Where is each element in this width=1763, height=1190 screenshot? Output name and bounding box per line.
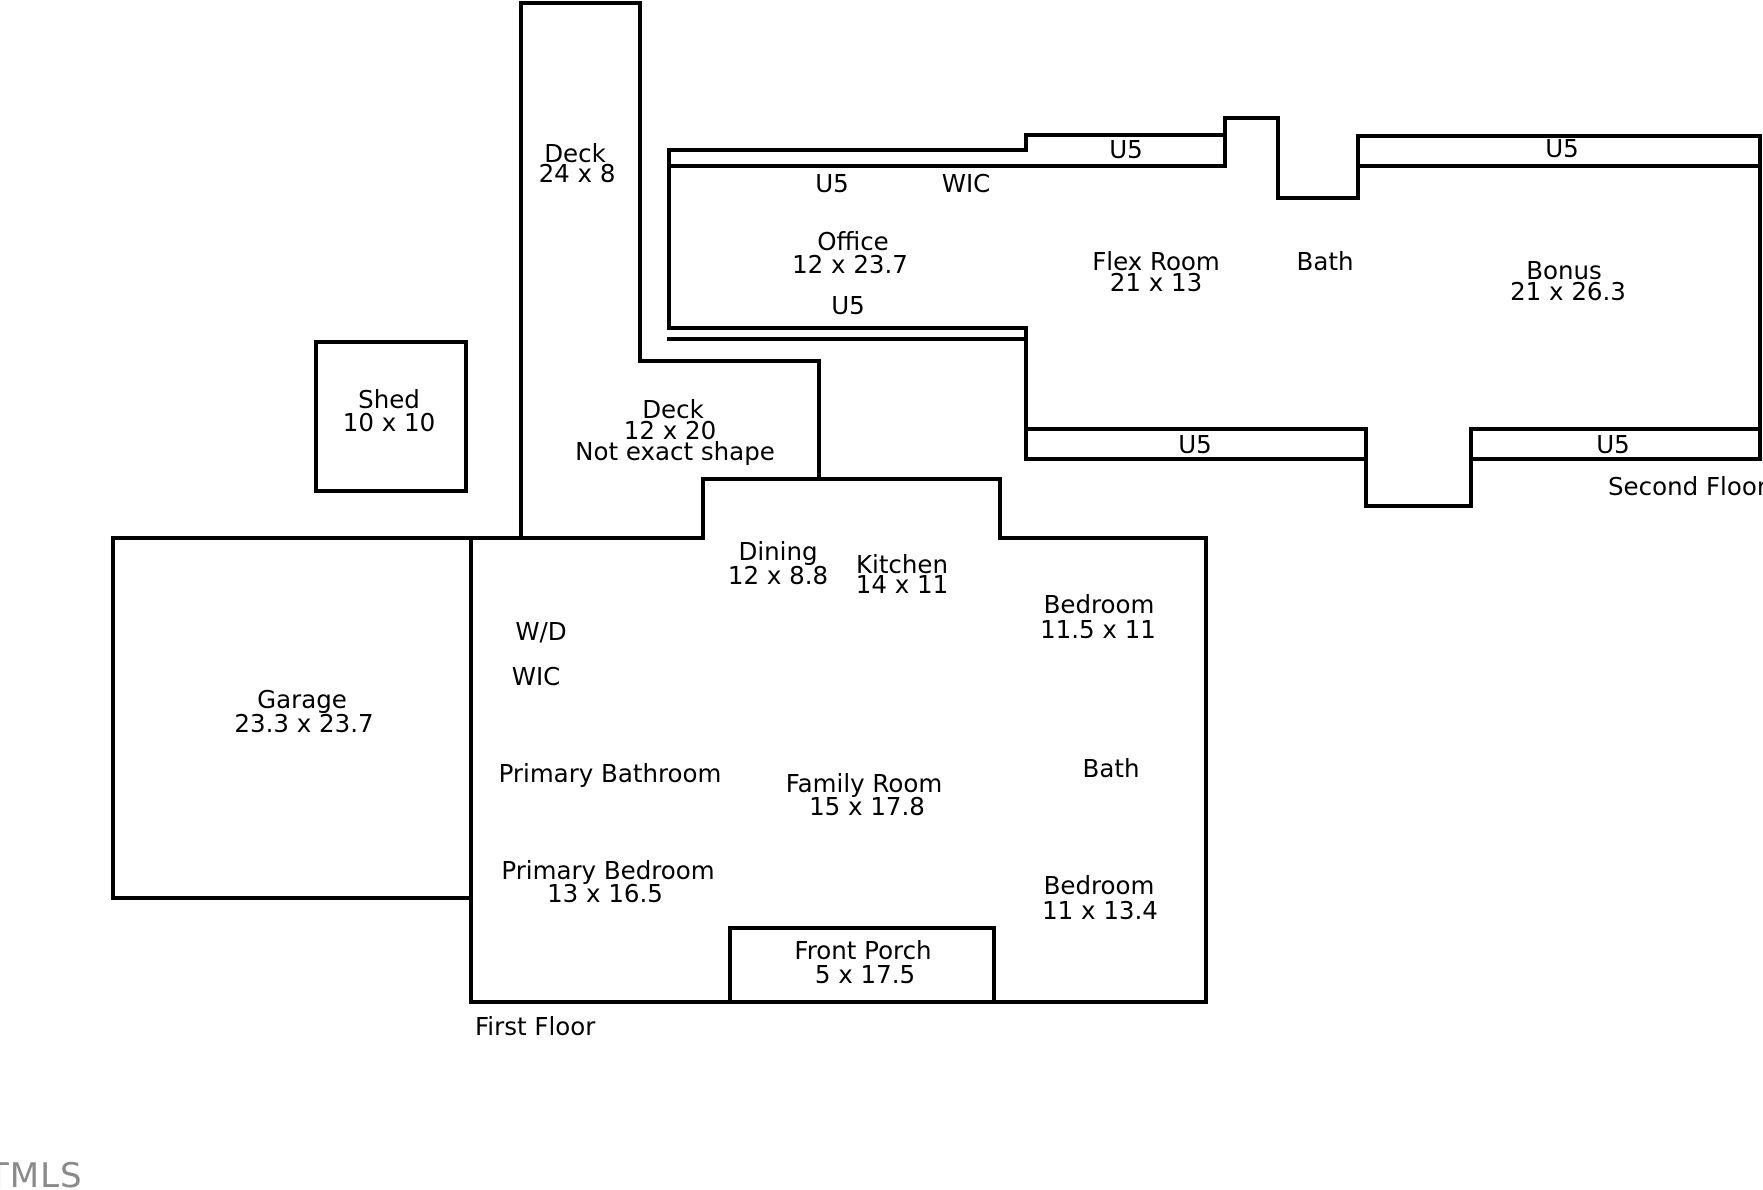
second-floor-walls xyxy=(667,116,1762,508)
deck-lower-note: Not exact shape xyxy=(575,437,775,466)
primary-bedroom-name: Primary Bedroom xyxy=(501,856,714,885)
family-room-dims: 15 x 17.8 xyxy=(809,792,925,821)
unfinished-office-bottom: U5 xyxy=(831,291,865,320)
wic-second-label: WIC xyxy=(942,169,991,198)
bonus-top-strip xyxy=(1356,134,1762,168)
bonus-dims: 21 x 26.3 xyxy=(1510,277,1626,306)
first-floor-label: First Floor xyxy=(475,1012,596,1041)
shed-dims: 10 x 10 xyxy=(343,408,435,437)
garage-dims: 23.3 x 23.7 xyxy=(234,709,373,738)
office-dims: 12 x 23.7 xyxy=(792,250,908,279)
garage-name: Garage xyxy=(257,685,347,714)
unfinished-bonus-bottom: U5 xyxy=(1596,430,1630,459)
bath-second-label: Bath xyxy=(1297,247,1354,276)
deck-upper-name: Deck xyxy=(544,139,606,168)
deck-upper-dims: 24 x 8 xyxy=(539,159,616,188)
family-room-name: Family Room xyxy=(786,769,942,798)
flex-room-name: Flex Room xyxy=(1092,247,1220,276)
unfinished-flex-bottom: U5 xyxy=(1178,430,1212,459)
bedroom-upper-dims: 11.5 x 11 xyxy=(1040,615,1156,644)
dining-name: Dining xyxy=(738,537,817,566)
kitchen-dims: 14 x 11 xyxy=(856,570,948,599)
front-porch-name: Front Porch xyxy=(794,936,931,965)
bath-first-label: Bath xyxy=(1083,754,1140,783)
front-porch-dims: 5 x 17.5 xyxy=(815,960,915,989)
lower-strip-right xyxy=(1469,427,1762,461)
front-porch-outline xyxy=(728,926,996,1004)
primary-bathroom-label: Primary Bathroom xyxy=(499,759,722,788)
unfinished-flex-top: U5 xyxy=(1109,135,1143,164)
deck-lower-dims: 12 x 20 xyxy=(624,416,716,445)
tmls-watermark: TMLS xyxy=(0,1156,83,1190)
first-floor-walls xyxy=(111,1,1208,1004)
flex-room-dims: 21 x 13 xyxy=(1110,268,1202,297)
bedroom-upper-name: Bedroom xyxy=(1044,590,1155,619)
bedroom-lower-dims: 11 x 13.4 xyxy=(1042,896,1158,925)
flex-bonus-outline xyxy=(1024,116,1762,508)
kitchen-name: Kitchen xyxy=(856,550,948,579)
lower-strip-left xyxy=(1024,427,1368,461)
deck-lower-name: Deck xyxy=(642,395,704,424)
shed-outline xyxy=(314,340,468,493)
bedroom-lower-name: Bedroom xyxy=(1044,871,1155,900)
deck-outline xyxy=(519,1,821,540)
wic-first-label: WIC xyxy=(512,662,561,691)
dining-dims: 12 x 8.8 xyxy=(728,561,828,590)
bonus-name: Bonus xyxy=(1526,256,1602,285)
laundry-label: W/D xyxy=(515,617,566,646)
unfinished-bonus-top: U5 xyxy=(1545,134,1579,163)
second-floor-label: Second Floor xyxy=(1608,472,1763,501)
office-name: Office xyxy=(817,227,889,256)
main-house-outline xyxy=(469,477,1208,1004)
primary-bedroom-dims: 13 x 16.5 xyxy=(547,879,663,908)
shed-name: Shed xyxy=(358,385,420,414)
unfinished-office-top: U5 xyxy=(815,169,849,198)
